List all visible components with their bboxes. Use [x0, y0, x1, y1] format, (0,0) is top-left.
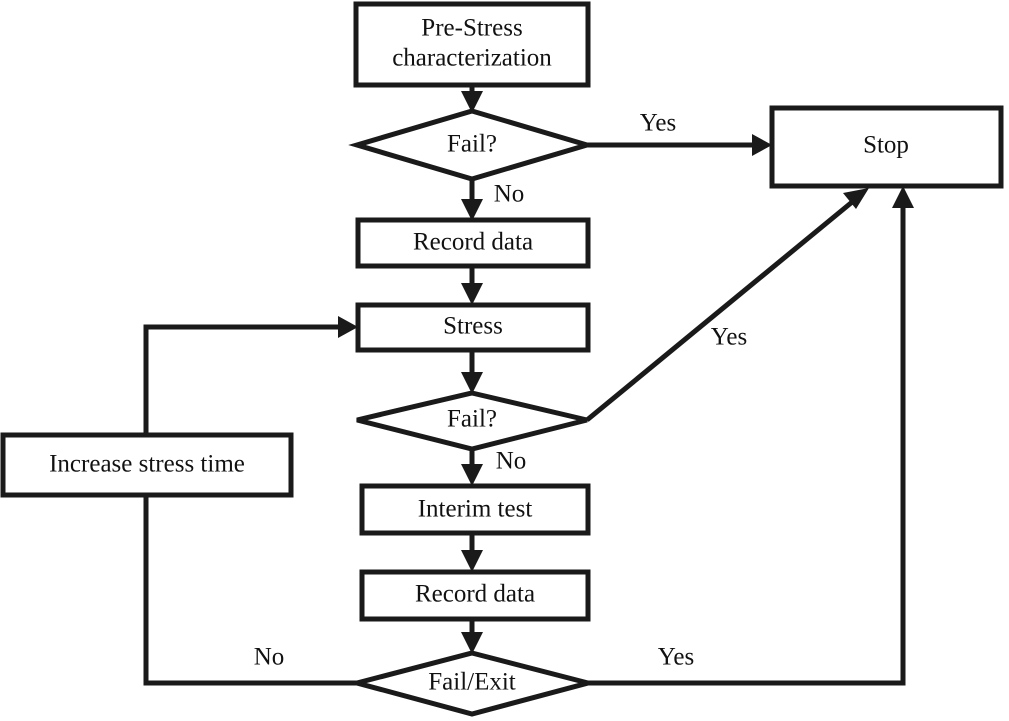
- node-stop[interactable]: Stop: [769, 105, 1004, 189]
- node-fail-exit-decision[interactable]: Fail/Exit: [347, 650, 598, 717]
- edge-label-fail1-no: No: [494, 181, 525, 208]
- node-label-increase-stress-time: Increase stress time: [49, 451, 245, 478]
- edge-fail1-yes-to-stop: [587, 134, 772, 156]
- node-label-record-data-1: Record data: [413, 229, 533, 256]
- edge-label-failexit-no: No: [254, 644, 285, 671]
- node-label-fail-1: Fail?: [447, 131, 497, 158]
- node-stress[interactable]: Stress: [355, 302, 591, 353]
- node-label-stop: Stop: [863, 132, 909, 159]
- node-interim-test[interactable]: Interim test: [359, 483, 591, 536]
- edge-record2-to-failexit: [461, 619, 483, 654]
- node-fail-decision-1[interactable]: Fail?: [348, 108, 596, 182]
- edge-label-fail2-yes: Yes: [711, 324, 747, 351]
- edge-interim-to-record2: [461, 533, 483, 572]
- node-fail-decision-2[interactable]: Fail?: [356, 390, 588, 452]
- edge-record1-to-stress: [461, 266, 483, 305]
- node-record-data-1[interactable]: Record data: [355, 217, 591, 269]
- edge-fail1-no-to-record1: [461, 178, 483, 221]
- node-record-data-2[interactable]: Record data: [359, 569, 591, 622]
- node-pre-stress-characterization[interactable]: Pre-Stress characterization: [353, 1, 591, 88]
- node-label-fail-2: Fail?: [447, 406, 497, 433]
- edge-label-failexit-yes: Yes: [658, 644, 694, 671]
- edge-stress-to-fail2: [461, 350, 483, 394]
- edge-failexit-no-to-increase-time: [143, 495, 357, 686]
- node-increase-stress-time[interactable]: Increase stress time: [0, 432, 294, 498]
- node-label-record-data-2: Record data: [415, 581, 535, 608]
- edge-prestress-to-fail1: [461, 85, 483, 113]
- node-label-interim-test: Interim test: [418, 496, 533, 523]
- edge-fail2-yes-to-stop: [585, 188, 869, 422]
- node-label-pre-stress-line2: characterization: [392, 45, 552, 72]
- edge-failexit-yes-to-stop: [588, 186, 914, 686]
- edge-label-fail1-yes: Yes: [640, 110, 676, 137]
- edge-label-fail2-no: No: [496, 448, 527, 475]
- node-label-fail-exit: Fail/Exit: [428, 669, 516, 696]
- node-label-stress: Stress: [443, 313, 503, 340]
- node-label-pre-stress-line1: Pre-Stress: [421, 15, 522, 42]
- edge-fail2-no-to-interim: [461, 448, 483, 486]
